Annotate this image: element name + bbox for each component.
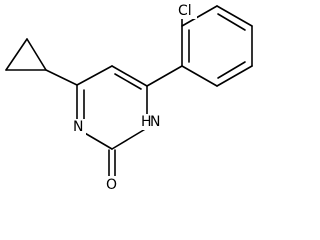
cyclopropyl-ring	[5, 38, 47, 71]
bond-double-inner	[114, 73, 142, 90]
cyclopropyl-attachment-bond	[45, 69, 78, 86]
nitrogen-amide-n-label: N	[150, 114, 160, 130]
bond	[26, 38, 47, 71]
bond	[111, 65, 148, 87]
atom-label-n-imine: N	[72, 119, 86, 135]
bond	[111, 127, 148, 150]
bond	[216, 65, 253, 87]
aryl-attachment-bond	[146, 65, 183, 87]
bond	[181, 65, 218, 87]
bond	[5, 38, 28, 71]
carbonyl-group	[108, 149, 116, 177]
chemical-structure-diagram: Cl N N H O	[5, 3, 253, 193]
pyrimidinone-ring	[76, 65, 148, 150]
atom-label-nh: N H	[139, 114, 161, 130]
nitrogen-imine-label: N	[73, 119, 83, 135]
oxygen-label: O	[106, 177, 117, 193]
nitrogen-amide-h-label: H	[141, 114, 152, 130]
bond	[216, 5, 253, 27]
chlorine-label: Cl	[178, 3, 192, 19]
bond	[82, 131, 113, 150]
bond	[76, 65, 113, 86]
atom-label-cl: Cl	[175, 3, 197, 19]
bond-double-inner	[217, 61, 246, 79]
atom-label-o: O	[104, 176, 119, 193]
chlorophenyl-ring	[181, 5, 253, 87]
bond	[181, 5, 218, 27]
bond-double-inner	[217, 13, 246, 31]
